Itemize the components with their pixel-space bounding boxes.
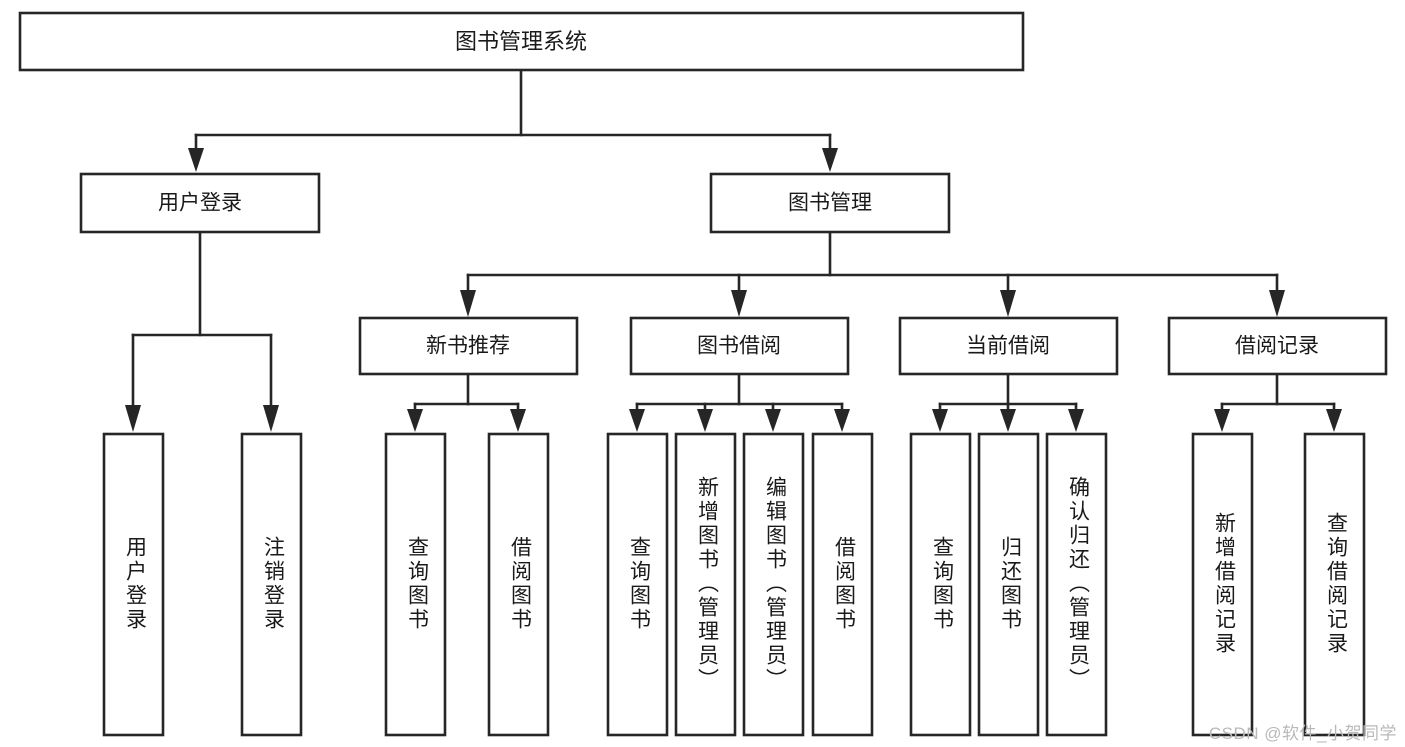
node-leaf-query-book-3-label: 查询图书	[930, 536, 954, 632]
node-leaf-query-book-1-box[interactable]	[384, 432, 447, 737]
edge-group-current-borrow-children	[932, 372, 1084, 432]
node-current-borrow[interactable]: 当前借阅	[898, 316, 1119, 376]
node-book-borrow[interactable]: 图书借阅	[629, 316, 850, 376]
node-root-box[interactable]	[18, 11, 1025, 72]
node-leaf-edit-book-label: 编辑图书（管理员）	[763, 476, 787, 692]
node-borrow-record-box[interactable]	[1167, 316, 1388, 376]
arrowhead-leaf-logout	[263, 405, 279, 432]
edge-group-root-to-level1	[188, 68, 838, 172]
arrowhead-book-manage	[822, 148, 838, 172]
edge-group-borrow-record-children	[1214, 372, 1342, 432]
node-leaf-user-login-box[interactable]	[102, 432, 165, 737]
node-leaf-add-record[interactable]: 新增借阅记录	[1191, 432, 1254, 737]
node-book-borrow-label: 图书借阅	[697, 335, 781, 358]
node-leaf-return-book[interactable]: 归还图书	[977, 432, 1040, 737]
arrowhead-leaf-add-record	[1214, 409, 1230, 432]
node-new-book-rec[interactable]: 新书推荐	[358, 316, 579, 376]
node-leaf-borrow-book-1-label: 借阅图书	[508, 536, 532, 632]
node-leaf-query-book-3-box[interactable]	[909, 432, 972, 737]
node-borrow-record-label: 借阅记录	[1235, 335, 1319, 358]
node-leaf-logout-label: 注销登录	[261, 536, 285, 632]
node-leaf-query-book-1-label: 查询图书	[405, 536, 429, 632]
node-leaf-logout-box[interactable]	[240, 432, 303, 737]
node-user-login[interactable]: 用户登录	[79, 172, 321, 234]
node-leaf-add-record-label: 新增借阅记录	[1212, 512, 1236, 656]
node-root-label: 图书管理系统	[455, 29, 587, 54]
node-book-manage[interactable]: 图书管理	[709, 172, 951, 234]
arrowhead-leaf-query-book-3	[932, 409, 948, 432]
arrowhead-borrow-record	[1269, 290, 1285, 317]
node-leaf-query-book-2[interactable]: 查询图书	[606, 432, 669, 737]
node-leaf-return-book-label: 归还图书	[998, 536, 1022, 632]
arrowhead-leaf-query-record	[1326, 409, 1342, 432]
arrowhead-leaf-edit-book	[765, 409, 781, 432]
node-new-book-rec-label: 新书推荐	[426, 335, 510, 358]
node-borrow-record[interactable]: 借阅记录	[1167, 316, 1388, 376]
arrowhead-leaf-borrow-book-2	[834, 409, 850, 432]
node-book-manage-box[interactable]	[709, 172, 951, 234]
arrowhead-current-borrow	[1000, 290, 1016, 317]
node-leaf-query-book-2-label: 查询图书	[627, 536, 651, 632]
edge-group-book-borrow-children	[629, 372, 850, 432]
node-leaf-logout[interactable]: 注销登录	[240, 432, 303, 737]
node-leaf-confirm-return-label: 确认归还（管理员）	[1066, 476, 1090, 692]
arrowhead-leaf-query-book-2	[629, 409, 645, 432]
arrowhead-book-borrow	[731, 290, 747, 317]
node-leaf-query-book-3[interactable]: 查询图书	[909, 432, 972, 737]
node-leaf-add-book-box[interactable]	[674, 432, 737, 737]
node-user-login-label: 用户登录	[158, 192, 242, 215]
node-leaf-user-login-label: 用户登录	[123, 536, 147, 632]
arrowhead-user-login	[188, 148, 204, 172]
node-leaf-query-record-label: 查询借阅记录	[1324, 512, 1348, 656]
arrowhead-leaf-confirm-return	[1068, 409, 1084, 432]
arrowhead-leaf-user-login	[125, 405, 141, 432]
node-leaf-borrow-book-2[interactable]: 借阅图书	[811, 432, 874, 737]
node-current-borrow-label: 当前借阅	[966, 335, 1050, 358]
node-leaf-add-book-label: 新增图书（管理员）	[695, 476, 719, 692]
arrowhead-leaf-add-book	[697, 409, 713, 432]
node-leaf-confirm-return-box[interactable]	[1045, 432, 1108, 737]
node-leaf-query-record[interactable]: 查询借阅记录	[1303, 432, 1366, 737]
node-leaf-borrow-book-2-label: 借阅图书	[832, 536, 856, 632]
node-leaf-query-book-1[interactable]: 查询图书	[384, 432, 447, 737]
node-leaf-query-record-box[interactable]	[1303, 432, 1366, 737]
node-book-manage-label: 图书管理	[788, 192, 872, 215]
node-leaf-edit-book[interactable]: 编辑图书（管理员）	[742, 432, 805, 737]
node-leaf-add-record-box[interactable]	[1191, 432, 1254, 737]
node-book-borrow-box[interactable]	[629, 316, 850, 376]
node-new-book-rec-box[interactable]	[358, 316, 579, 376]
arrowhead-leaf-borrow-book-1	[510, 409, 526, 432]
arrowhead-leaf-query-book-1	[407, 409, 423, 432]
arrowhead-leaf-return-book	[1000, 409, 1016, 432]
node-leaf-confirm-return[interactable]: 确认归还（管理员）	[1045, 432, 1108, 737]
node-user-login-box[interactable]	[79, 172, 321, 234]
arrowhead-new-book-rec	[460, 290, 476, 317]
node-leaf-borrow-book-1[interactable]: 借阅图书	[487, 432, 550, 737]
edge-group-book-manage-children	[460, 230, 1285, 317]
node-leaf-borrow-book-2-box[interactable]	[811, 432, 874, 737]
watermark-text: CSDN @软件_小贺同学	[1208, 724, 1397, 743]
node-leaf-return-book-box[interactable]	[977, 432, 1040, 737]
node-leaf-user-login[interactable]: 用户登录	[102, 432, 165, 737]
node-current-borrow-box[interactable]	[898, 316, 1119, 376]
node-leaf-edit-book-box[interactable]	[742, 432, 805, 737]
node-leaf-query-book-2-box[interactable]	[606, 432, 669, 737]
edge-group-new-book-rec-children	[407, 372, 526, 432]
edge-group-user-login-children	[125, 230, 279, 432]
node-root[interactable]: 图书管理系统	[18, 11, 1025, 72]
node-leaf-borrow-book-1-box[interactable]	[487, 432, 550, 737]
node-leaf-add-book[interactable]: 新增图书（管理员）	[674, 432, 737, 737]
